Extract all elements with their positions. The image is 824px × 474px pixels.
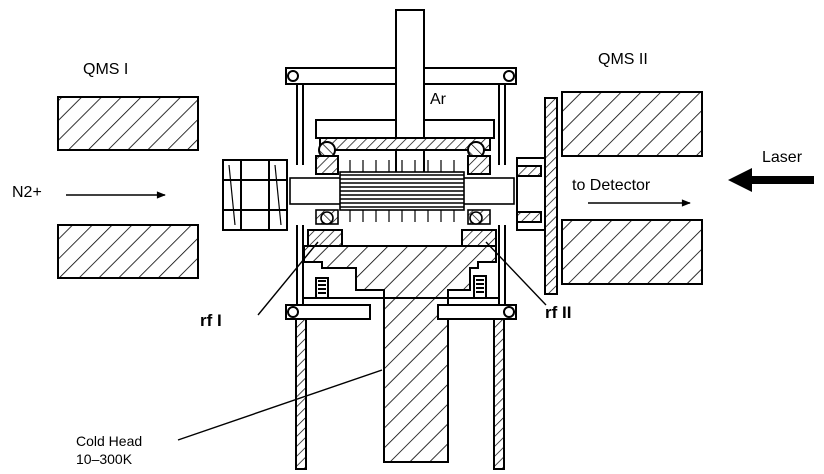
cold-head bbox=[303, 245, 498, 463]
qms1-rods bbox=[57, 96, 199, 279]
rf2-label: rf II bbox=[545, 303, 572, 322]
laser-label: Laser bbox=[762, 149, 803, 166]
qms2-rods bbox=[561, 91, 703, 285]
rf-electrode-blocks bbox=[307, 229, 497, 247]
cold-head-leader bbox=[177, 369, 383, 441]
rf1-leader bbox=[257, 241, 319, 316]
chamber-top-flange bbox=[285, 67, 517, 85]
exit-flange bbox=[516, 97, 558, 295]
rf1-block bbox=[307, 229, 343, 247]
ion-label: N2+ bbox=[12, 184, 42, 201]
ring-electrode-stack bbox=[289, 160, 515, 225]
leader-lines bbox=[177, 241, 547, 441]
lower-flange-and-supports bbox=[285, 304, 517, 470]
cold-head-label: Cold Head bbox=[76, 433, 143, 449]
qms1-label: QMS I bbox=[83, 61, 129, 78]
qms2-label: QMS II bbox=[598, 51, 648, 68]
gas-label: Ar bbox=[430, 91, 446, 108]
qms1-upper-rod bbox=[57, 96, 199, 151]
rf2-block bbox=[461, 229, 497, 247]
qms2-lower-rod bbox=[561, 219, 703, 285]
rf2-leader bbox=[485, 241, 547, 306]
rf1-label: rf I bbox=[200, 311, 222, 330]
argon-inlet-tube bbox=[395, 9, 425, 191]
laser-arrow bbox=[728, 168, 814, 192]
entrance-lens bbox=[222, 159, 288, 231]
trap-holder bbox=[315, 119, 495, 175]
cold-head-temp-label: 10–300K bbox=[76, 451, 133, 467]
qms2-upper-rod bbox=[561, 91, 703, 157]
to-detector-label: to Detector bbox=[572, 177, 651, 194]
chamber-walls bbox=[296, 84, 506, 305]
qms1-lower-rod bbox=[57, 224, 199, 279]
